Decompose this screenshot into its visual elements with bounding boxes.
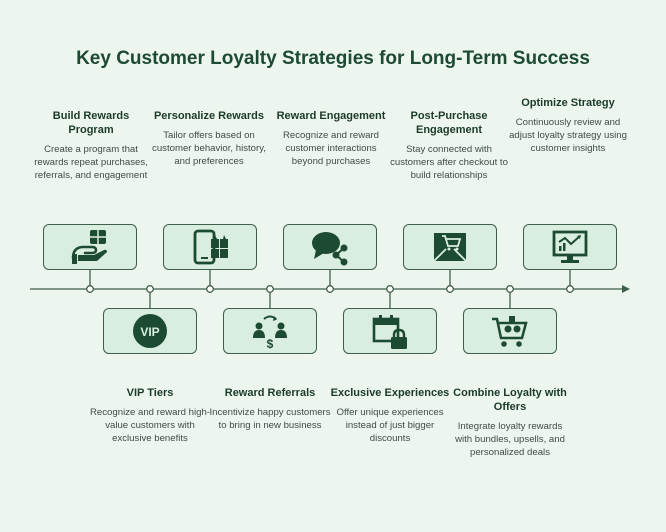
step-personalize-rewards: Personalize Rewards Tailor offers based … [148,109,270,168]
phone-gifts-icon [193,229,228,265]
cart-bundle-icon [492,316,528,347]
step-description: Recognize and reward high-value customer… [90,407,210,444]
card-personalize-rewards [163,224,257,270]
card-build-rewards-program [43,224,137,270]
timeline-node [146,285,154,293]
timeline-node [446,285,454,293]
timeline-node [326,285,334,293]
step-build-rewards-program: Build Rewards Program Create a program t… [30,109,152,182]
step-optimize-strategy: Optimize Strategy Continuously review an… [507,96,629,155]
svg-text:$: $ [267,337,274,350]
timeline-node [206,285,214,293]
timeline-node [86,285,94,293]
step-heading: Combine Loyalty with Offers [453,387,567,413]
referral-people-icon: $ [253,315,287,350]
step-heading: Reward Engagement [276,110,386,122]
step-heading: VIP Tiers [126,387,174,399]
step-description: Tailor offers based on customer behavior… [152,130,266,167]
step-heading: Build Rewards Program [52,110,130,136]
step-post-purchase-engagement: Post-Purchase Engagement Stay connected … [388,109,510,182]
email-cart-icon [433,233,467,262]
step-heading: Reward Referrals [224,387,316,399]
step-vip-tiers: VIP Tiers Recognize and reward high-valu… [89,386,211,445]
step-description: Stay connected with customers after chec… [390,144,508,181]
step-heading: Exclusive Experiences [330,387,450,399]
step-description: Incentivize happy customers to bring in … [209,407,331,431]
step-heading: Post-Purchase Engagement [410,110,488,136]
card-reward-engagement [283,224,377,270]
step-reward-engagement: Reward Engagement Recognize and reward c… [270,109,392,168]
step-combine-loyalty-offers: Combine Loyalty with Offers Integrate lo… [449,386,571,459]
step-description: Integrate loyalty rewards with bundles, … [455,421,565,458]
calendar-lock-icon [372,315,407,349]
card-reward-referrals: $ [223,308,317,354]
timeline-arrowhead [622,285,630,293]
timeline-node [566,285,574,293]
step-description: Continuously review and adjust loyalty s… [509,117,627,154]
step-description: Create a program that rewards repeat pur… [34,144,148,181]
monitor-chart-icon [552,230,588,263]
card-combine-loyalty-offers [463,308,557,354]
card-post-purchase-engagement [403,224,497,270]
chat-share-icon [312,232,348,266]
timeline-node [386,285,394,293]
step-description: Recognize and reward customer interactio… [283,130,379,167]
vip-badge-text: VIP [140,325,159,339]
vip-badge-icon: VIP [133,314,167,348]
card-vip-tiers: VIP [103,308,197,354]
gift-card-hand-icon [71,230,107,264]
step-exclusive-experiences: Exclusive Experiences Offer unique exper… [329,386,451,445]
page-title: Key Customer Loyalty Strategies for Long… [76,48,590,69]
step-description: Offer unique experiences instead of just… [336,407,444,444]
timeline-node [266,285,274,293]
card-exclusive-experiences [343,308,437,354]
timeline-node [506,285,514,293]
step-heading: Optimize Strategy [521,97,615,109]
step-reward-referrals: Reward Referrals Incentivize happy custo… [209,386,331,432]
step-heading: Personalize Rewards [153,110,265,122]
card-optimize-strategy [523,224,617,270]
